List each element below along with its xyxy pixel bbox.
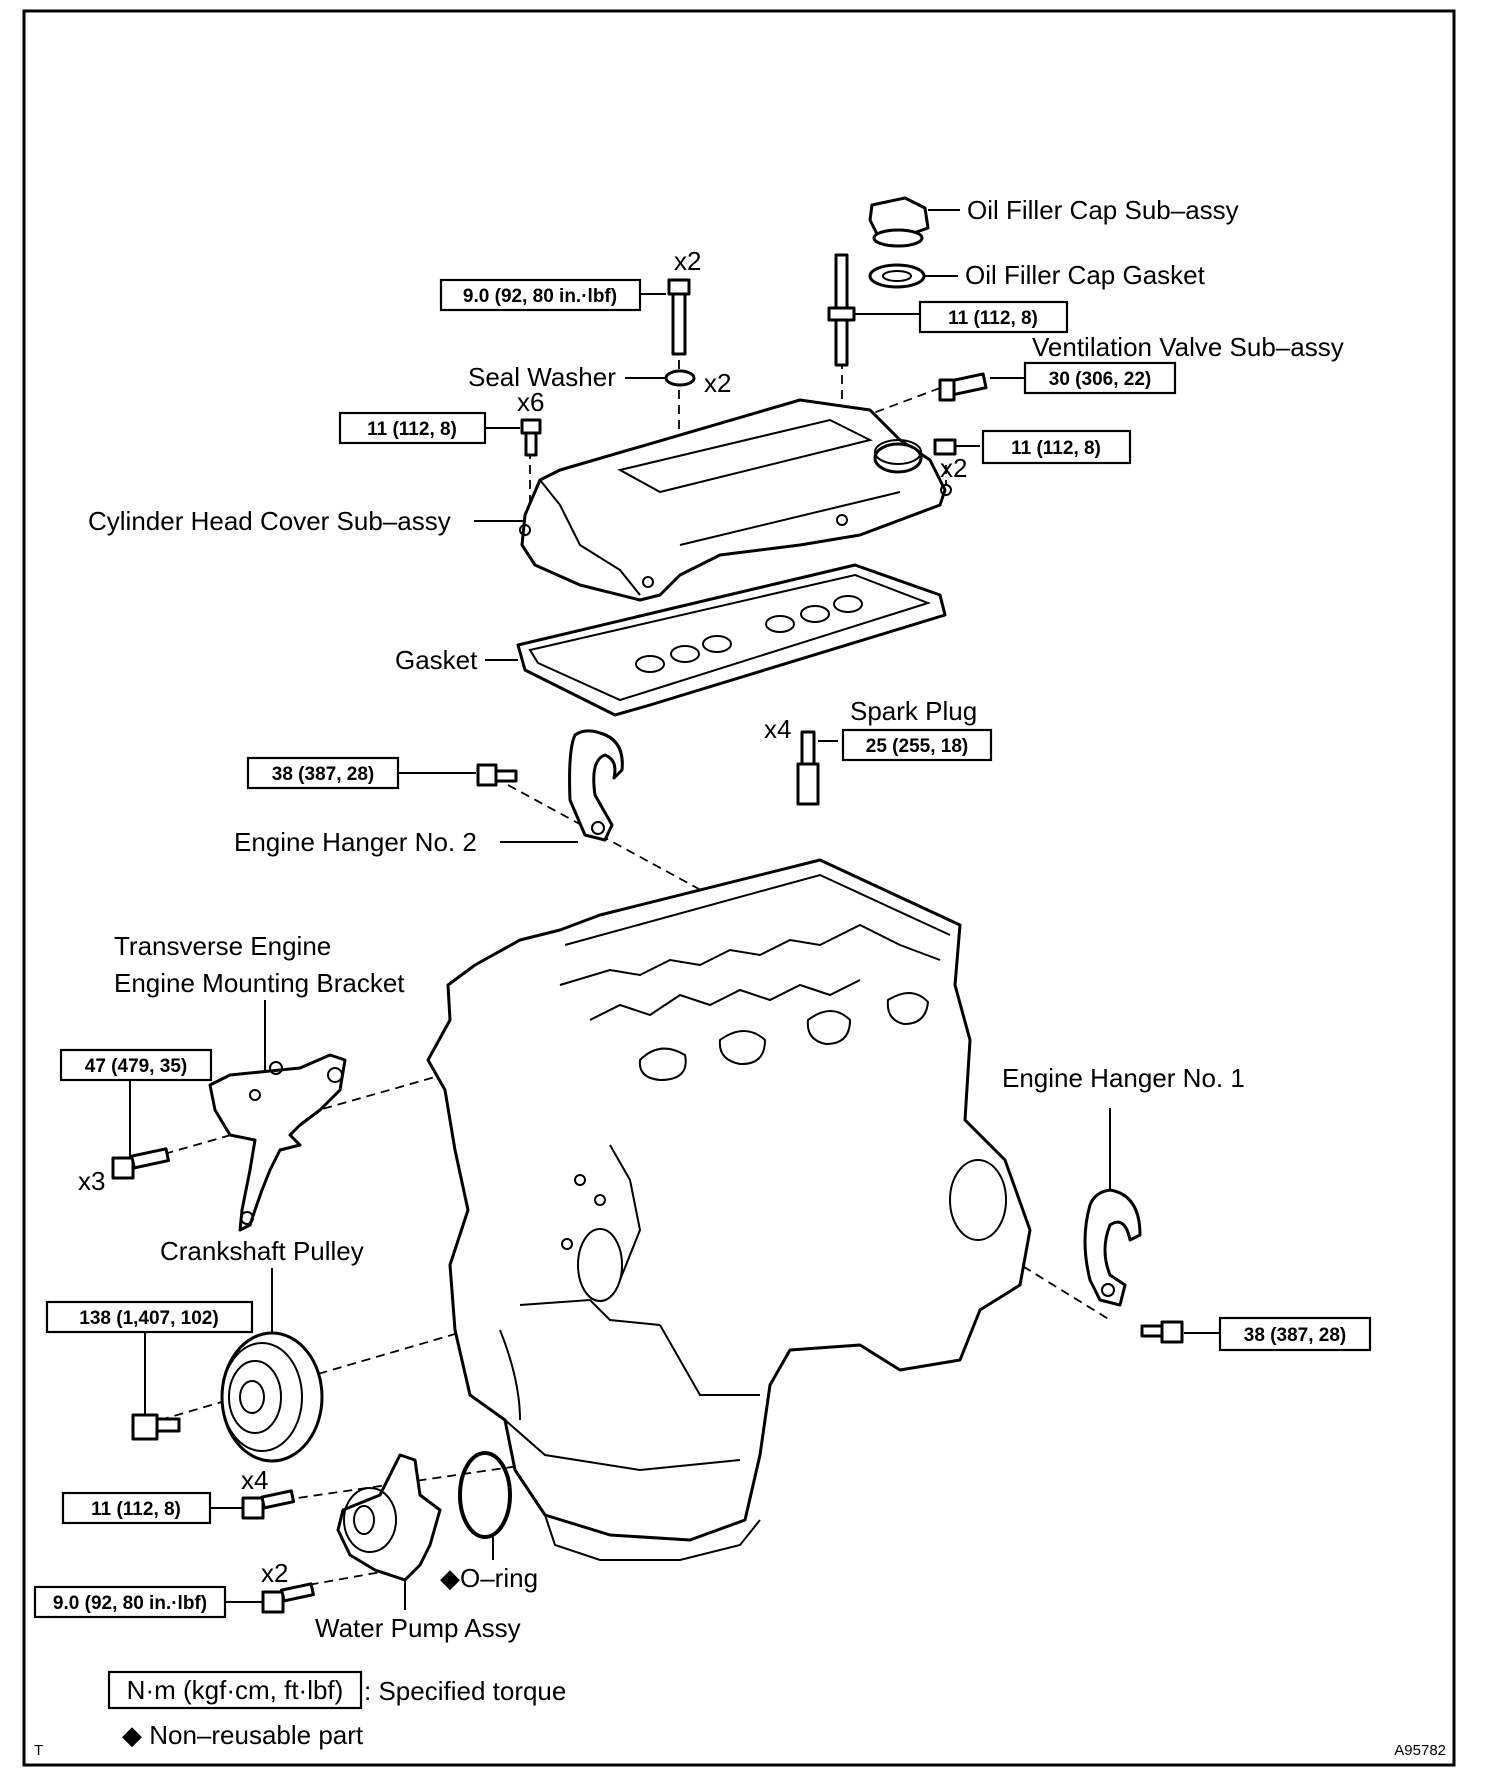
label-crankshaft-pulley: Crankshaft Pulley [160, 1236, 364, 1266]
ventilation-valve [938, 372, 988, 402]
leader-lines [129, 209, 1220, 1610]
diagram-frame [22, 9, 1456, 1767]
cylinder-head-cover [519, 398, 952, 602]
qty-top-bolt: x2 [674, 246, 701, 276]
qty-bracket: x3 [78, 1166, 105, 1196]
qty-cover-bolts: x6 [517, 387, 544, 417]
torque-box-spark-plug: 25 (255, 18) [841, 728, 993, 762]
oil-filler-cap-gasket [868, 263, 926, 289]
torque-vent-valve: 30 (306, 22) [1049, 369, 1151, 390]
bracket-bolt [111, 1147, 170, 1180]
torque-box-water-pump-bolts: 11 (112, 8) [61, 1491, 212, 1525]
label-mounting-bracket-line1: Transverse Engine [114, 931, 331, 961]
torque-box-pulley: 138 (1,407, 102) [45, 1300, 254, 1334]
label-oil-filler-cap: Oil Filler Cap Sub–assy [967, 195, 1239, 225]
legend-specified-torque: : Specified torque [364, 1676, 566, 1706]
label-water-pump: Water Pump Assy [315, 1613, 521, 1643]
qty-spark-plug: x4 [764, 714, 791, 744]
torque-box-hanger-1: 38 (387, 28) [1218, 1316, 1372, 1352]
label-engine-hanger-1: Engine Hanger No. 1 [1002, 1063, 1245, 1093]
o-ring-part [458, 1451, 512, 1539]
water-pump-nut [261, 1582, 315, 1614]
oil-filler-cap [868, 196, 930, 248]
torque-box-top-bolt: 9.0 (92, 80 in.·lbf) [439, 278, 642, 312]
legend: N·m (kgf·cm, ft·lbf) : Specified torque … [107, 1670, 566, 1750]
torque-cover-nuts: 11 (112, 8) [1011, 438, 1101, 459]
torque-spark-plug: 25 (255, 18) [866, 736, 968, 757]
qty-water-pump-bolts: x4 [241, 1465, 268, 1495]
label-seal-washer: Seal Washer [468, 362, 616, 392]
engine-mounting-bracket [208, 1053, 347, 1232]
torque-box-hanger-2: 38 (387, 28) [246, 756, 400, 790]
torque-hanger-2: 38 (387, 28) [272, 764, 374, 785]
label-ventilation-valve: Ventilation Valve Sub–assy [1032, 332, 1344, 362]
label-cylinder-head-cover: Cylinder Head Cover Sub–assy [88, 506, 451, 536]
crankshaft-pulley-part [220, 1331, 324, 1463]
label-gasket: Gasket [395, 645, 478, 675]
pulley-bolt [131, 1413, 181, 1441]
label-o-ring: ◆O–ring [440, 1563, 538, 1593]
illustration-code: A95782 [1394, 1742, 1446, 1759]
torque-water-pump-bolts: 11 (112, 8) [91, 1499, 181, 1520]
torque-box-vent-valve: 30 (306, 22) [1023, 361, 1177, 395]
torque-top-bolt: 9.0 (92, 80 in.·lbf) [463, 286, 617, 307]
torque-box-water-pump-nuts: 9.0 (92, 80 in.·lbf) [33, 1585, 227, 1619]
torque-box-cover-nuts: 11 (112, 8) [981, 429, 1132, 465]
label-spark-plug: Spark Plug [850, 696, 977, 726]
label-mounting-bracket-line2: Engine Mounting Bracket [114, 968, 405, 998]
torque-stud: 11 (112, 8) [948, 308, 1038, 329]
torque-box-cover-bolts: 11 (112, 8) [338, 411, 487, 445]
torque-box-bracket: 47 (479, 35) [59, 1048, 213, 1082]
cover-nut [933, 438, 957, 456]
hanger-2-bolt [476, 763, 518, 787]
torque-pulley: 138 (1,407, 102) [79, 1308, 218, 1329]
engine-hanger-1 [1083, 1188, 1142, 1307]
torque-water-pump-nuts: 9.0 (92, 80 in.·lbf) [53, 1593, 207, 1614]
torque-cover-bolts: 11 (112, 8) [367, 419, 457, 440]
water-pump-bolt [241, 1489, 296, 1520]
top-cover-bolt [667, 278, 691, 356]
seal-washer [664, 369, 696, 387]
legend-unit: N·m (kgf·cm, ft·lbf) [127, 1675, 344, 1705]
spark-plug-part [796, 730, 820, 806]
engine-hanger-2 [568, 729, 624, 842]
cylinder-block [426, 858, 1032, 1561]
torque-bracket: 47 (479, 35) [85, 1056, 187, 1077]
label-oil-filler-cap-gasket: Oil Filler Cap Gasket [965, 260, 1206, 290]
qty-water-pump-nuts: x2 [261, 1558, 288, 1588]
qty-seal-washer: x2 [704, 368, 731, 398]
hanger-1-bolt [1140, 1320, 1184, 1344]
cover-gasket [516, 563, 947, 717]
water-pump-part [336, 1453, 442, 1582]
corner-mark-left: T [34, 1742, 43, 1759]
qty-cover-nuts: x2 [940, 453, 967, 483]
legend-non-reusable: ◆ Non–reusable part [122, 1720, 364, 1750]
torque-hanger-1: 38 (387, 28) [1244, 1325, 1346, 1346]
torque-box-stud: 11 (112, 8) [918, 300, 1069, 334]
cover-stud [827, 253, 856, 367]
label-engine-hanger-2: Engine Hanger No. 2 [234, 827, 477, 857]
cover-bolt [520, 418, 542, 457]
